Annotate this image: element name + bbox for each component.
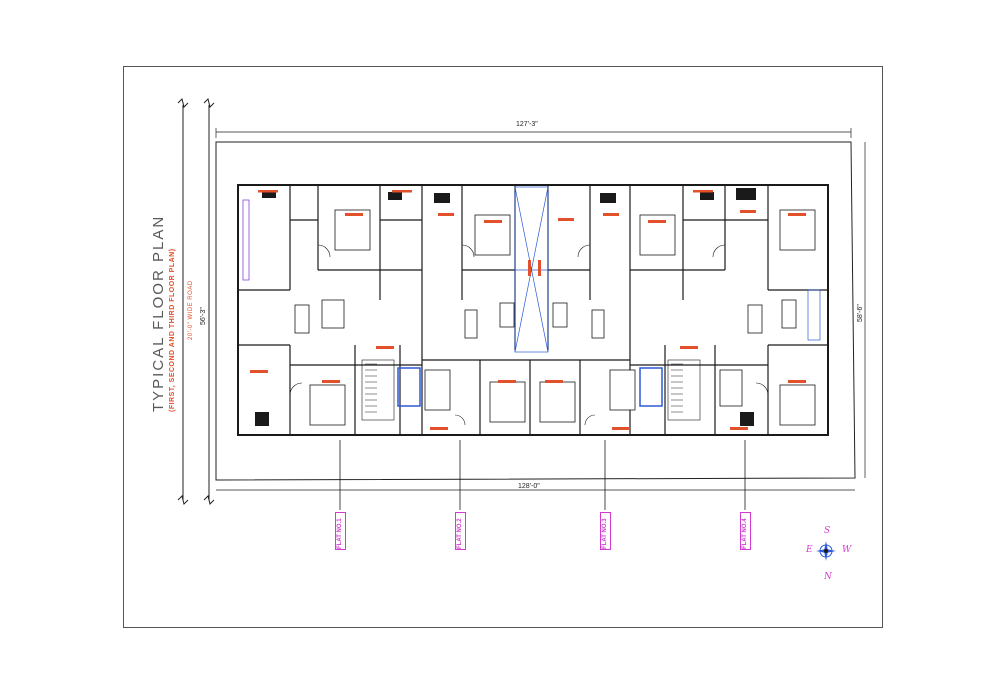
- dimension-bottom: 128'-0": [518, 483, 540, 490]
- flat-tag-label: FLAT NO.2: [457, 518, 463, 549]
- compass-n: N: [824, 572, 832, 582]
- flat-tag-4: FLAT NO.4: [740, 512, 751, 550]
- room-annotations: [250, 190, 806, 430]
- staircases: [361, 359, 701, 421]
- compass-s: S: [824, 526, 831, 536]
- drawing-sheet: [123, 66, 883, 628]
- dimension-left: 56'-3": [200, 307, 207, 325]
- dining-tables: [294, 299, 797, 339]
- flat-tag-label: FLAT NO.3: [602, 518, 608, 549]
- compass-rose: [816, 541, 836, 561]
- beds: [309, 209, 816, 426]
- light-wells: [242, 186, 821, 353]
- flat-leaders: [339, 440, 746, 510]
- fixtures: [255, 188, 756, 426]
- road-label: 20'-0" WIDE ROAD: [188, 280, 194, 340]
- flat-tag-label: FLAT NO.1: [337, 518, 343, 549]
- sofas: [424, 369, 743, 411]
- flat-tag-label: FLAT NO.4: [742, 518, 748, 549]
- plan-title-main: TYPICAL FLOOR PLAN: [150, 214, 167, 412]
- compass-w: W: [842, 545, 852, 555]
- plan-title: TYPICAL FLOOR PLAN (FIRST, SECOND AND TH…: [150, 215, 176, 412]
- flat-tag-3: FLAT NO.3: [600, 512, 611, 550]
- plan-title-sub: (FIRST, SECOND AND THIRD FLOOR PLAN): [169, 248, 176, 412]
- plot-boundary: [215, 128, 866, 491]
- road-edge: [177, 98, 215, 505]
- dimension-top: 127'-3": [516, 121, 538, 128]
- flat-tag-1: FLAT NO.1: [335, 512, 346, 550]
- building-walls: [237, 184, 829, 436]
- compass-e: E: [806, 545, 813, 555]
- dimension-right: 58'-6": [857, 304, 864, 322]
- doors: [289, 244, 769, 426]
- flat-tag-2: FLAT NO.2: [455, 512, 466, 550]
